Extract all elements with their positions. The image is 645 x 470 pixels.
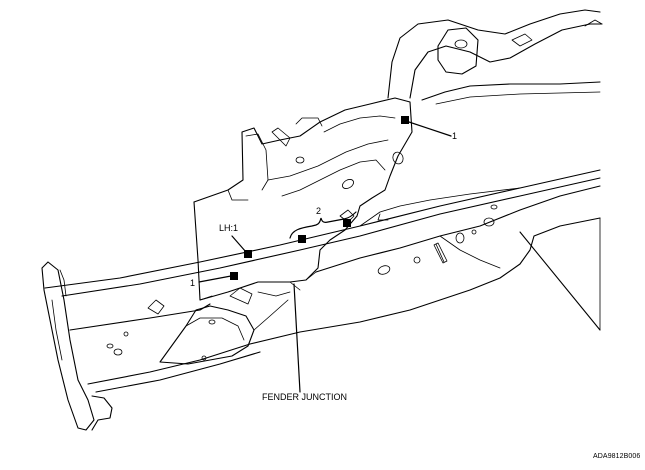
leader-fender-junction [293,283,301,393]
callout-1-lower: 1 [190,278,196,288]
callout-lh1: LH:1 [219,223,239,233]
weld-mark-2a [298,235,306,243]
leader-lh1 [231,235,247,253]
fender-junction-label: FENDER JUNCTION [262,392,347,402]
weld-mark-2b [343,219,351,227]
weld-mark-upper [401,116,409,124]
weld-mark-lower [230,272,238,280]
lower-gusset [159,287,291,365]
upper-side-member [44,169,601,297]
leader-lines [198,121,452,393]
weld-mark-lh1 [244,250,252,258]
upper-apron-structure [387,9,603,105]
fender-junction-plate [193,201,358,301]
brace-2 [289,211,357,239]
leader-1-upper [408,121,452,137]
leader-1-lower [198,275,232,283]
lower-side-member [69,185,601,393]
callout-2: 2 [316,206,322,216]
front-bracket [41,261,165,431]
weld-point-marks [230,116,409,280]
figure-id: ADA9812B006 [593,453,641,460]
inner-fender-panel [193,97,413,217]
callout-1-upper: 1 [452,131,458,141]
